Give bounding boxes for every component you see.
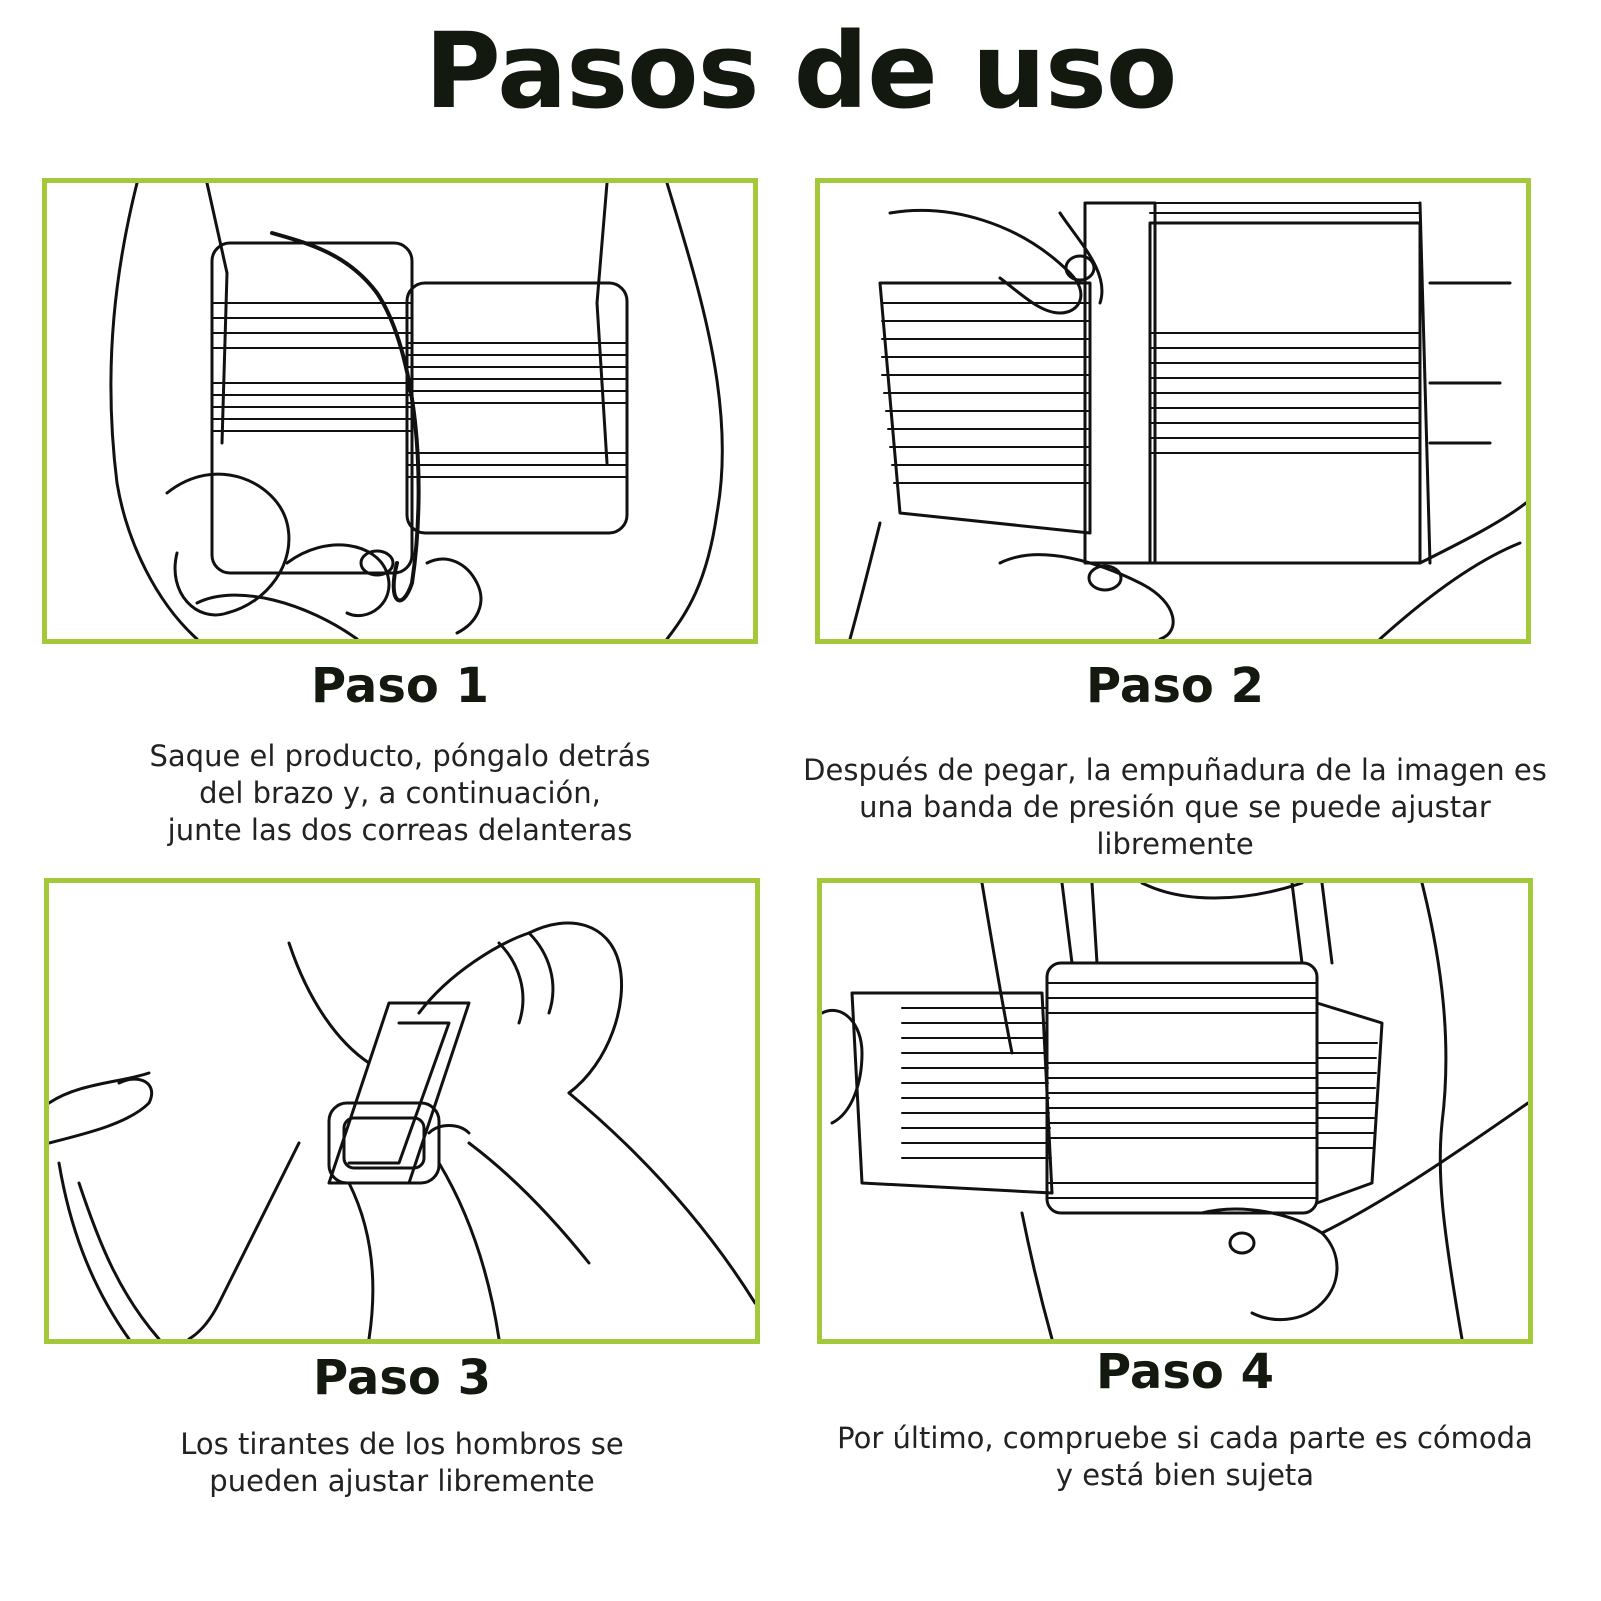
step-4-illustration — [817, 878, 1533, 1344]
step-1-line-1: Saque el producto, póngalo detrás — [149, 739, 651, 773]
step-1-line-3: junte las dos correas delanteras — [167, 813, 633, 847]
step-3-illustration — [44, 878, 760, 1344]
step-1-line-2: del brazo y, a continuación, — [199, 776, 601, 810]
step-2-line-2: una banda de presión que se puede ajusta… — [859, 790, 1491, 824]
step-4-line-2: y está bien sujeta — [1055, 1458, 1315, 1492]
step-2-title: Paso 2 — [1086, 658, 1264, 714]
step-4-description: Por último, compruebe si cada parte es c… — [810, 1420, 1560, 1494]
step-4-line-1: Por último, compruebe si cada parte es c… — [837, 1421, 1533, 1455]
step-3-title: Paso 3 — [313, 1350, 491, 1406]
step-2-description: Después de pegar, la empuñadura de la im… — [790, 752, 1560, 863]
step-4-title: Paso 4 — [1096, 1344, 1274, 1400]
step-3-description: Los tirantes de los hombros se pueden aj… — [44, 1426, 760, 1500]
step-3-line-1: Los tirantes de los hombros se — [180, 1427, 624, 1461]
page-title: Pasos de uso — [424, 10, 1178, 132]
step-1-description: Saque el producto, póngalo detrás del br… — [42, 738, 758, 849]
shoulder-strap-adjust-drawing — [49, 921, 755, 1339]
belt-behind-arm-drawing — [109, 183, 724, 639]
step-1-illustration — [42, 178, 758, 644]
step-2-illustration — [815, 178, 1531, 644]
step-1-title: Paso 1 — [311, 658, 489, 714]
step-2-line-1: Después de pegar, la empuñadura de la im… — [803, 753, 1547, 787]
step-3-line-2: pueden ajustar libremente — [209, 1464, 595, 1498]
final-check-drawing — [822, 883, 1528, 1339]
pressure-band-drawing — [848, 201, 1526, 639]
step-2-line-3: libremente — [1096, 827, 1254, 861]
